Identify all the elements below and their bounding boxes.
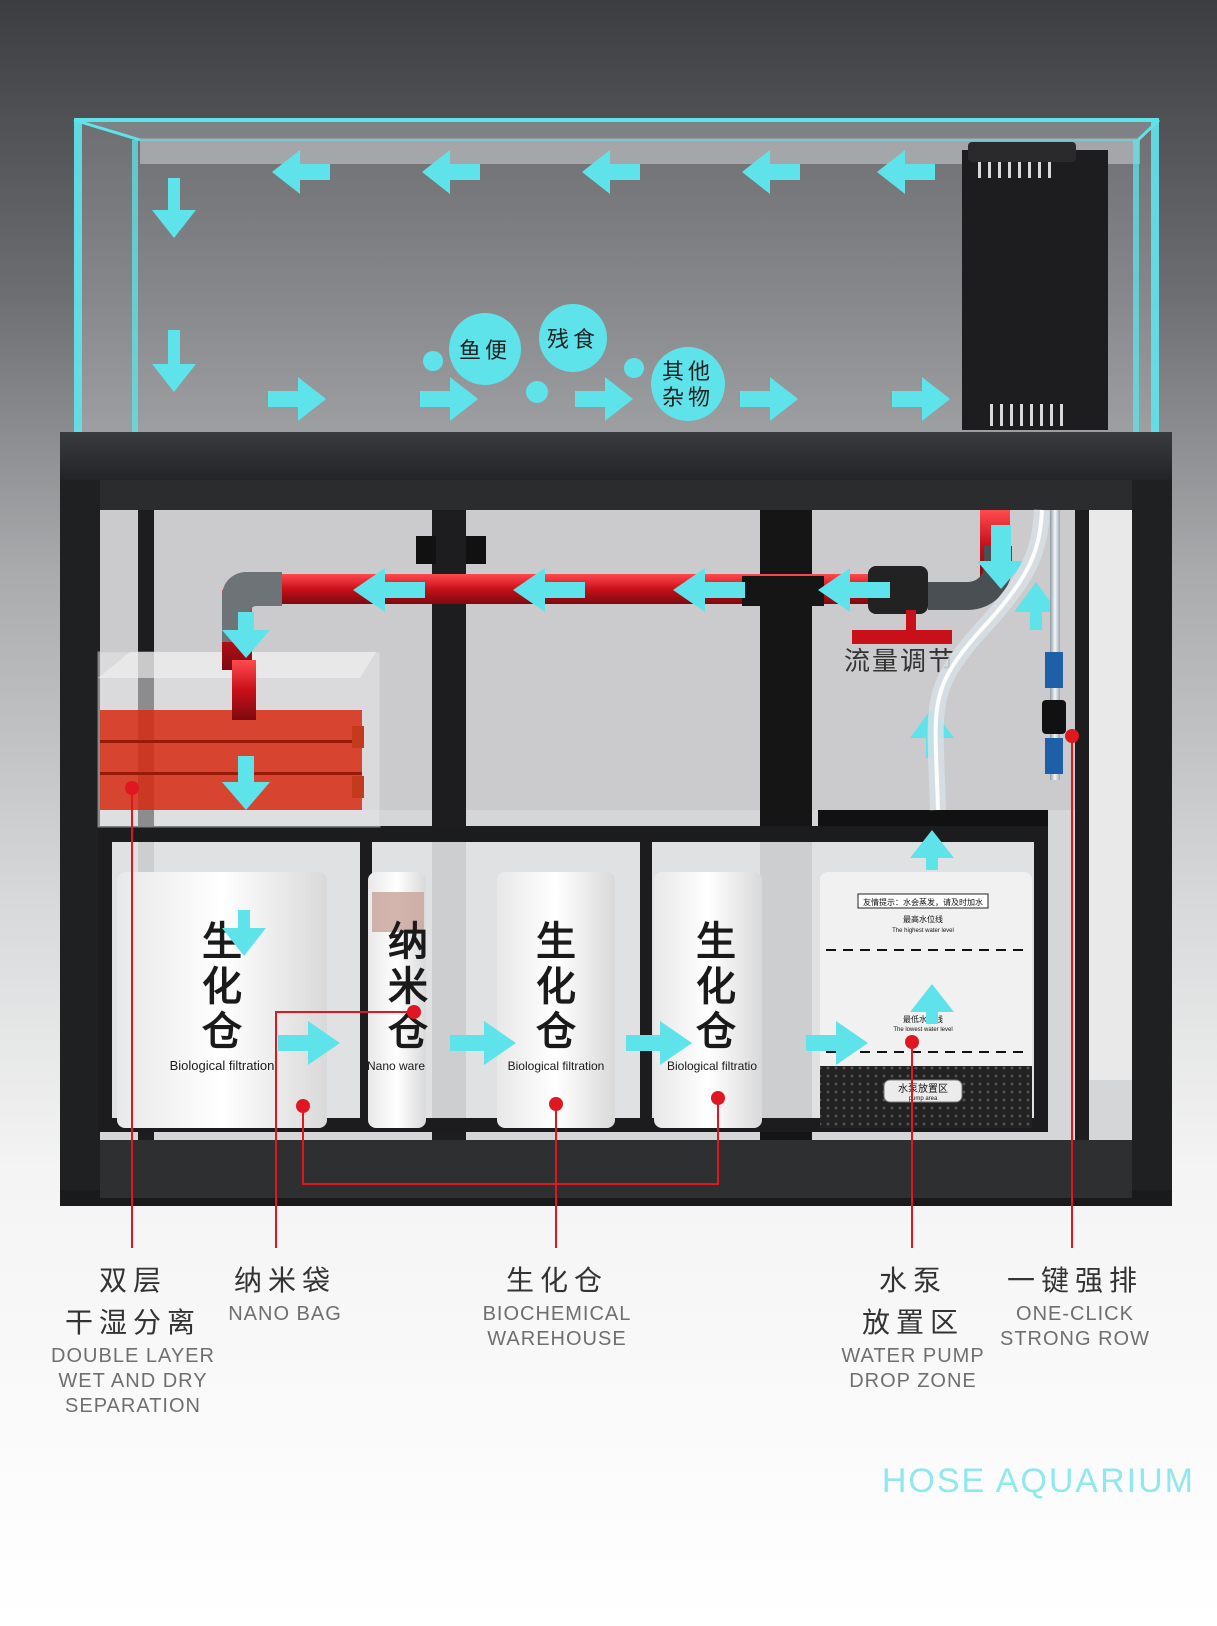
pump-sticker-highest-en: The highest water level (892, 928, 954, 934)
legend-biochemical-zh: 生化仓 (505, 1264, 608, 1297)
overflow-box (962, 142, 1108, 430)
svg-text:仓: 仓 (536, 1009, 577, 1055)
bubble-label-fish-waste: 鱼便 (459, 339, 511, 364)
flow-arrow-left (353, 568, 425, 612)
flow-arrow-left (582, 150, 640, 194)
legend-double-layer: 双层 干湿分离 DOUBLE LAYER WET AND DRY SEPARAT… (51, 1260, 215, 1419)
flow-control-label: 流量调节 (844, 647, 956, 677)
flow-arrow-right (892, 377, 950, 421)
pump-sticker-lowest: 最低水位线 (903, 1014, 943, 1024)
flow-arrow-right (575, 377, 633, 421)
flow-arrow-down (222, 756, 270, 810)
pump-sticker-lowest-en: The lowest water level (893, 1027, 952, 1033)
filter-box-bio-2: 生 化 仓 Biological filtration (497, 872, 615, 1128)
legend-biochemical-en1: BIOCHEMICAL (482, 1303, 632, 1325)
flow-arrow-left (673, 568, 745, 612)
callout-lines (131, 736, 1073, 1248)
legend-nano-bag-zh: 纳米袋 (233, 1264, 337, 1297)
flow-arrow-right (626, 1021, 692, 1065)
flow-arrow-left (513, 568, 585, 612)
small-bubble (526, 381, 548, 403)
legend-pump-zone-zh2: 放置区 (861, 1306, 964, 1339)
legend-drain-en2: STRONG ROW (1000, 1328, 1150, 1350)
svg-text:Biological filtratio: Biological filtratio (667, 1059, 757, 1073)
filter-box-nano: 纳 米 仓 Nano ware (367, 872, 429, 1128)
svg-text:仓: 仓 (696, 1009, 737, 1055)
bubble-fish-waste (449, 313, 521, 385)
legend-pump-zone-en2: DROP ZONE (849, 1370, 977, 1392)
bubble-label-other-debris-1: 其他 (662, 360, 714, 385)
legend-drain: 一键强排 ONE-CLICK STRONG ROW (1000, 1260, 1150, 1352)
flow-arrow-down (222, 910, 266, 956)
svg-text:生: 生 (696, 919, 736, 965)
flow-arrow-right (806, 1021, 868, 1065)
pump-sticker-highest: 最高水位线 (903, 914, 943, 924)
legend-drain-en1: ONE-CLICK (1016, 1303, 1134, 1325)
flow-arrow-right (268, 377, 326, 421)
legend-double-layer-en3: SEPARATION (65, 1395, 201, 1417)
legend-biochemical: 生化仓 BIOCHEMICAL WAREHOUSE (483, 1260, 632, 1352)
tank-flow-arrows (152, 150, 950, 421)
svg-text:Nano ware: Nano ware (367, 1059, 425, 1073)
return-pipe: 流量调节 (222, 510, 1012, 720)
callout-dots (125, 729, 1079, 1113)
legend-pump-zone-zh1: 水泵 (878, 1264, 947, 1297)
filter-box-bio-1: 生 化 仓 Biological filtration (117, 872, 327, 1128)
flow-arrow-left (422, 150, 480, 194)
flow-arrow-down (152, 330, 196, 392)
filter-box-bio-3: 生 化 仓 Biological filtratio (654, 872, 762, 1128)
drain-valve (1042, 510, 1066, 780)
svg-text:化: 化 (202, 964, 242, 1010)
legend-pump-zone: 水泵 放置区 WATER PUMP DROP ZONE (841, 1260, 984, 1394)
legend-double-layer-zh2: 干湿分离 (64, 1306, 201, 1339)
flow-arrow-up (910, 984, 954, 1024)
flow-arrow-left (742, 150, 800, 194)
legend-nano-bag: 纳米袋 NANO BAG (228, 1260, 342, 1327)
svg-text:生: 生 (536, 919, 576, 965)
svg-text:仓: 仓 (202, 1009, 243, 1055)
pump-sticker-zone-en: pump area (909, 1096, 938, 1102)
flow-arrow-left (818, 568, 890, 612)
legend-nano-bag-en: NANO BAG (228, 1303, 342, 1325)
flow-arrow-right (450, 1021, 516, 1065)
svg-text:化: 化 (696, 964, 736, 1010)
legend-drain-zh: 一键强排 (1006, 1264, 1143, 1297)
bubble-label-leftover-food: 残食 (547, 328, 599, 353)
flow-arrow-up (1014, 582, 1058, 630)
bubble-other-debris (651, 347, 725, 421)
flow-arrow-down (222, 612, 270, 658)
legend-double-layer-zh1: 双层 (98, 1264, 167, 1297)
legend-double-layer-en1: DOUBLE LAYER (51, 1345, 215, 1367)
flow-arrow-right (740, 377, 798, 421)
flow-arrow-up (910, 830, 954, 870)
legend-pump-zone-en1: WATER PUMP (841, 1345, 985, 1367)
flow-arrow-right (420, 377, 478, 421)
flow-arrow-left (877, 150, 935, 194)
brand-watermark: HOSE AQUARIUM (881, 1462, 1195, 1500)
bubble-leftover-food (539, 304, 607, 372)
debris-bubbles: 鱼便 残食 其他 杂物 (423, 304, 725, 421)
flow-arrow-left (272, 150, 330, 194)
legend-biochemical-en2: WAREHOUSE (487, 1328, 627, 1350)
bubble-label-other-debris-2: 杂物 (662, 386, 714, 411)
legend-double-layer-en2: WET AND DRY (58, 1370, 208, 1392)
svg-text:仓: 仓 (388, 1009, 429, 1055)
svg-text:Biological filtration: Biological filtration (508, 1059, 605, 1073)
pump-sticker-zone: 水泵放置区 (898, 1082, 948, 1095)
svg-text:纳: 纳 (388, 919, 428, 965)
svg-text:米: 米 (388, 964, 428, 1010)
clear-hose (927, 509, 1050, 811)
svg-text:Biological filtration: Biological filtration (170, 1058, 275, 1073)
flow-arrow-down (977, 525, 1025, 589)
flow-arrow-down (152, 178, 196, 238)
small-bubble (624, 358, 644, 378)
pump-sticker-warning: 友情提示：水会蒸发，请及时加水 (863, 897, 983, 907)
flow-arrow-right (278, 1021, 340, 1065)
pipe-flow-arrows (222, 525, 1058, 1065)
svg-text:化: 化 (536, 964, 576, 1010)
small-bubble (423, 351, 443, 371)
